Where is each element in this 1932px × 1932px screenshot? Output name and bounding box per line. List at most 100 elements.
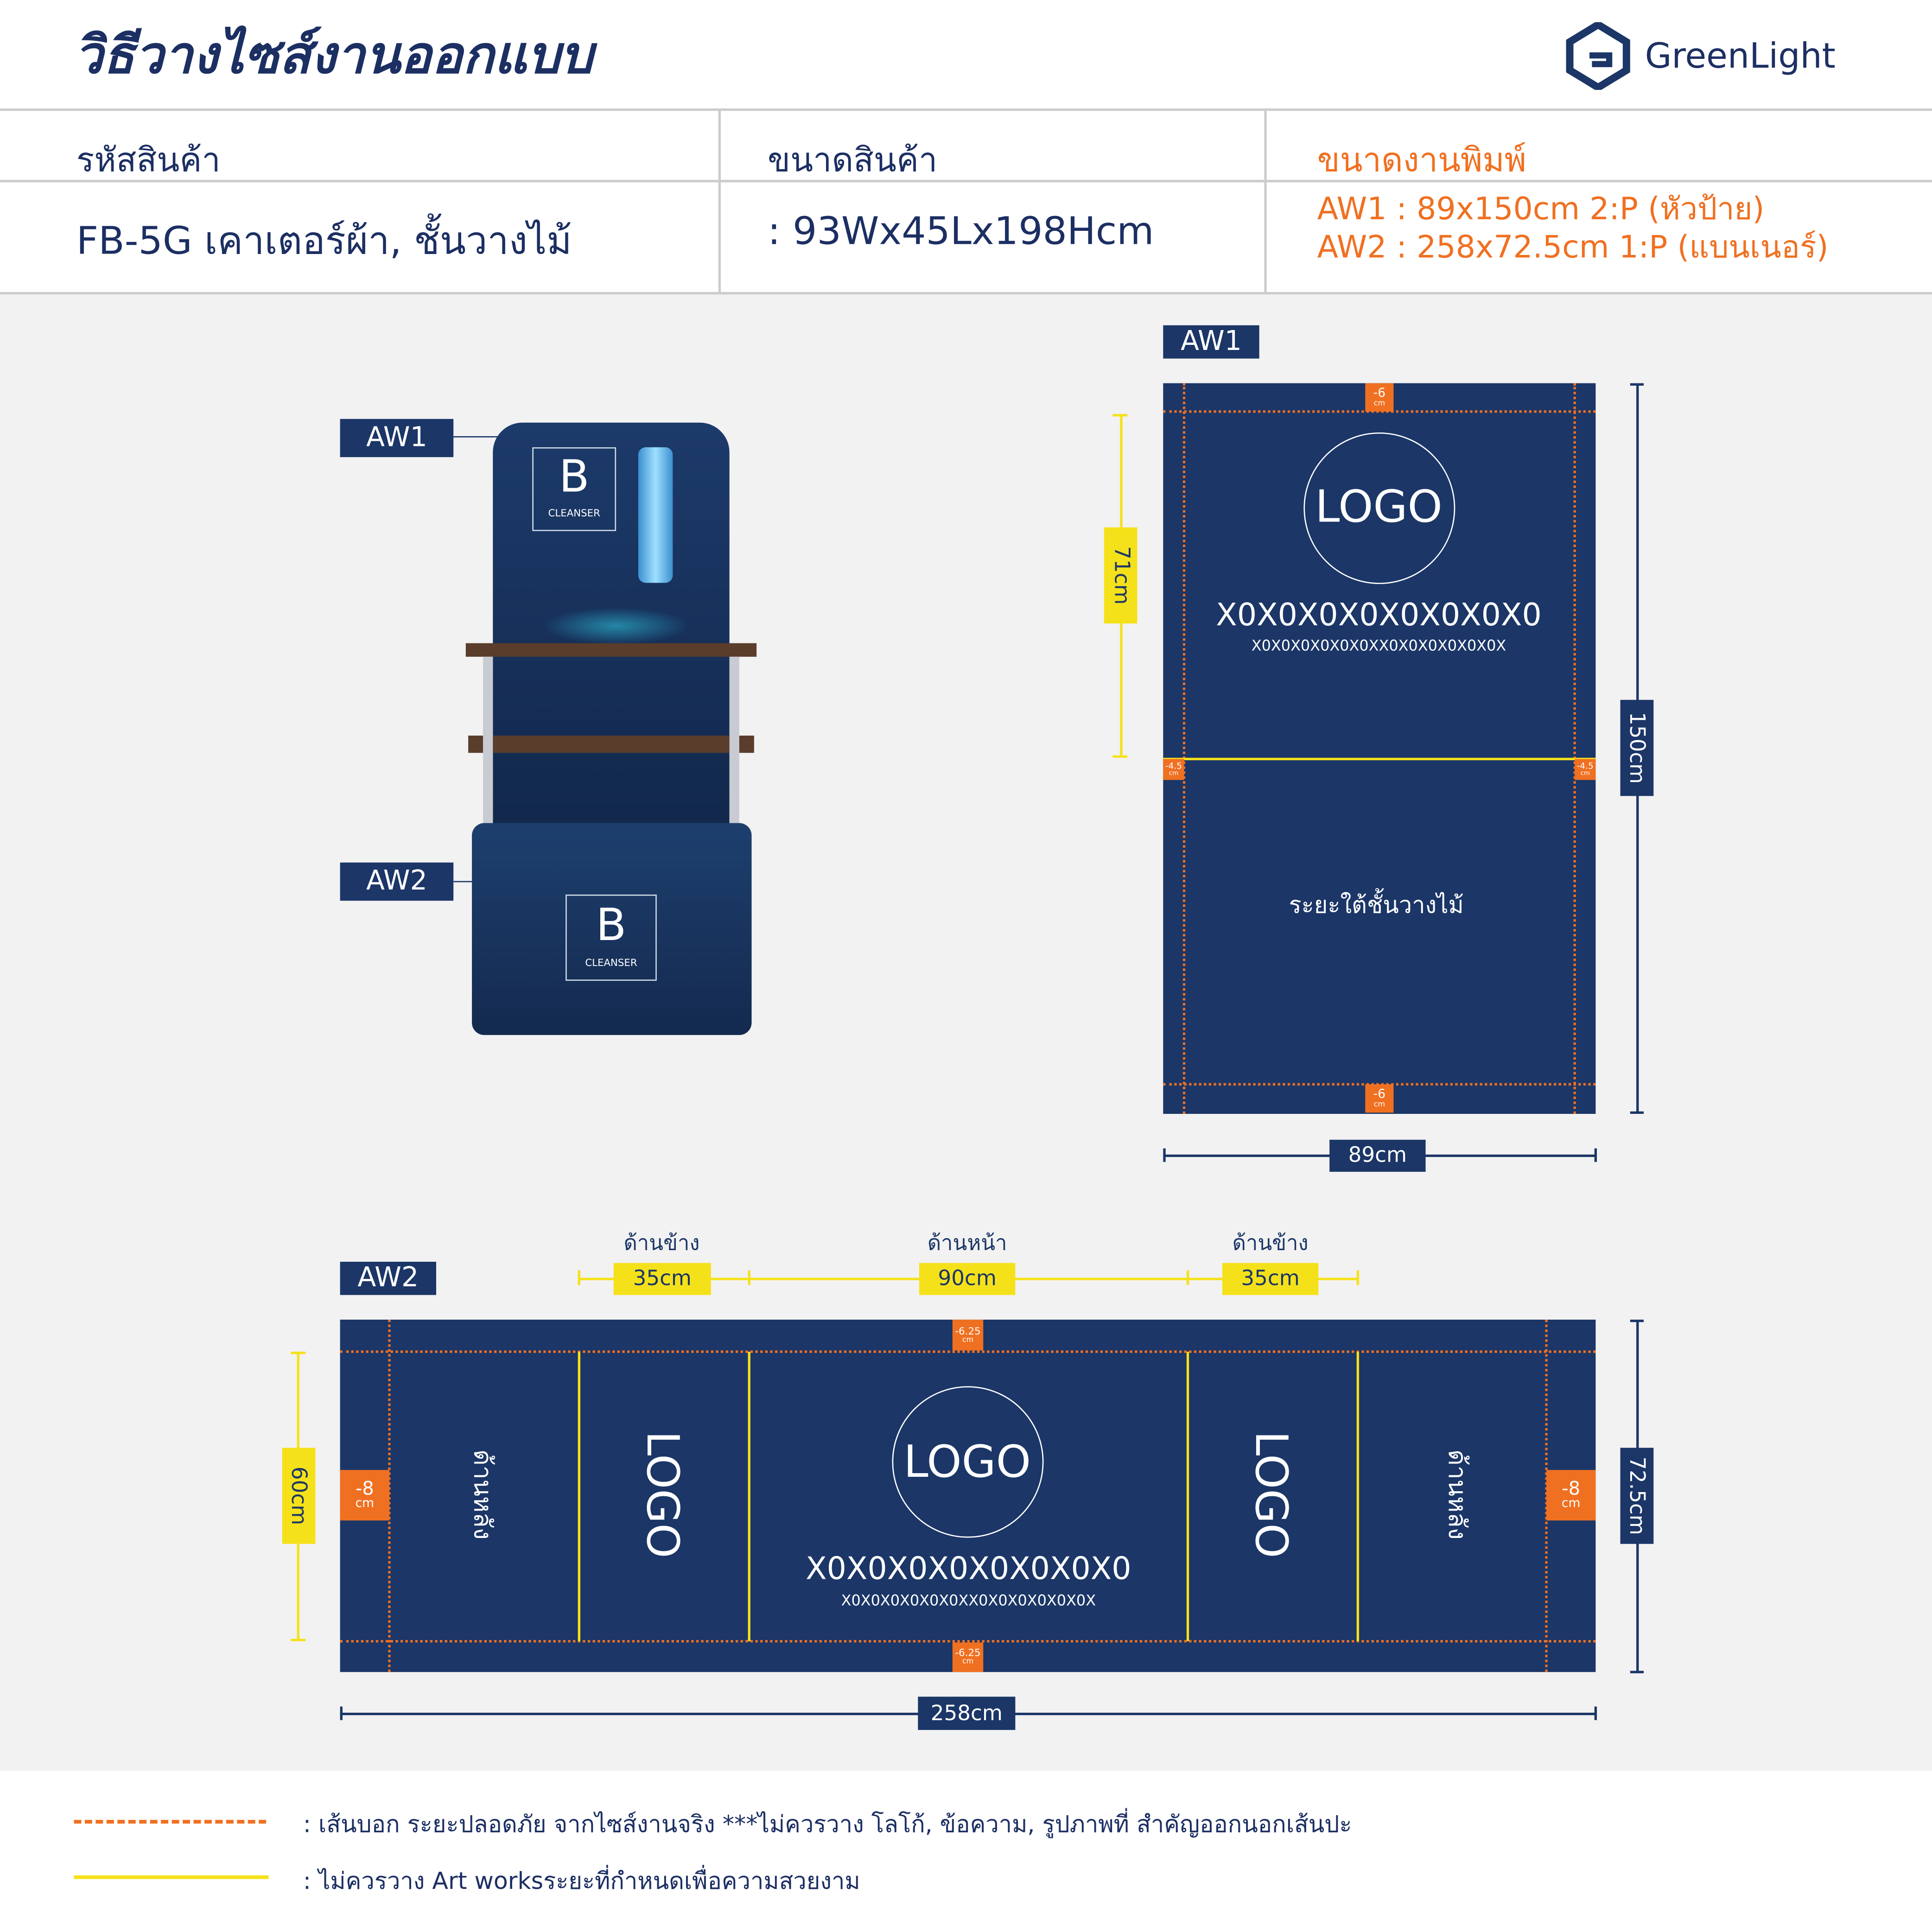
fold-line xyxy=(578,1352,580,1641)
side-dim-right: 35cm xyxy=(1222,1263,1319,1295)
side-logo-right: LOGO xyxy=(1245,1431,1296,1558)
leader-line xyxy=(453,881,473,883)
dim-150-box xyxy=(1620,699,1654,796)
dim-71-box xyxy=(1104,527,1138,624)
tick xyxy=(1594,1148,1596,1162)
safe-line xyxy=(340,1350,1596,1353)
tick xyxy=(1356,1270,1359,1285)
print-aw2: AW2 : 258x72.5cm 1:P (แบนเนอร์) xyxy=(1317,229,1829,265)
side-label-left: ด้านข้าง xyxy=(623,1231,700,1257)
safe-line xyxy=(388,1319,391,1672)
code-label: รหัสสินค้า xyxy=(76,141,221,180)
brand-letter: B xyxy=(559,452,590,503)
text-placeholder-large: X0X0X0X0X0X0X0X0 xyxy=(1216,597,1542,633)
tick xyxy=(1112,414,1128,416)
product-aw2-label: AW2 xyxy=(340,862,454,901)
fold-line xyxy=(1356,1352,1359,1641)
legend-area xyxy=(0,1770,1932,1932)
shelf-line xyxy=(1163,757,1596,760)
legend-yellow-text: : ไม่ควรวาง Art worksระยะที่กำหนดเพื่อคว… xyxy=(303,1868,860,1895)
side-logo-left: LOGO xyxy=(636,1431,687,1558)
tick xyxy=(1630,1111,1644,1113)
side-dim-left: 35cm xyxy=(613,1263,711,1295)
logo-placeholder: LOGO xyxy=(903,1437,1031,1488)
divider xyxy=(1264,108,1266,293)
tick xyxy=(340,1706,342,1720)
tick xyxy=(1630,1319,1644,1322)
logo-placeholder: LOGO xyxy=(1315,482,1443,533)
product-brand-box: B CLEANSER xyxy=(532,447,616,531)
side-label-right: ด้านข้าง xyxy=(1232,1231,1309,1257)
fold-line xyxy=(1186,1352,1188,1641)
back-label-right: ด้านหลัง xyxy=(1443,1449,1473,1540)
page-title: วิธีวางไซส์งานออกแบบ xyxy=(74,25,593,85)
post xyxy=(483,656,493,829)
product-counter-panel: B CLEANSER xyxy=(472,823,752,1035)
dim-71-label: 71cm xyxy=(1109,546,1134,605)
safe-line xyxy=(1573,383,1576,1114)
product-brand-box: B CLEANSER xyxy=(566,894,657,981)
shelf-middle xyxy=(468,735,754,753)
back-label-left: ด้านหลัง xyxy=(468,1449,498,1540)
brand-name: GreenLight xyxy=(1645,36,1836,76)
product-aw1-label: AW1 xyxy=(340,419,454,458)
tick xyxy=(1112,755,1128,757)
divider xyxy=(0,292,1932,295)
under-shelf-label: ระยะใต้ชั้นวางไม้ xyxy=(1289,892,1464,920)
shelf-top xyxy=(465,643,757,657)
legend-orange-text: : เส้นบอก ระยะปลอดภัย จากไซส์งานจริง ***… xyxy=(303,1811,1352,1839)
size-label: ขนาดสินค้า xyxy=(768,141,938,180)
divider xyxy=(0,180,1932,182)
legend-orange-line xyxy=(74,1820,267,1824)
safe-line xyxy=(1163,410,1596,413)
dim-60-label: 60cm xyxy=(286,1466,311,1525)
print-label: ขนาดงานพิมพ์ xyxy=(1317,141,1527,180)
tick xyxy=(1186,1270,1188,1285)
divider xyxy=(0,108,1932,111)
leader-line xyxy=(453,436,508,438)
brand-letter: B xyxy=(596,901,627,952)
greenlight-logo-icon xyxy=(1566,22,1630,90)
legend-yellow-line xyxy=(74,1875,269,1879)
text-placeholder-small: X0X0X0X0X0X0XX0X0X0X0X0X0X xyxy=(1251,637,1506,655)
glow xyxy=(542,607,690,645)
dim-150-label: 150cm xyxy=(1624,712,1649,784)
size-value: : 93Wx45Lx198Hcm xyxy=(768,209,1154,254)
front-label: ด้านหน้า xyxy=(927,1231,1007,1257)
dim-89-label: 89cm xyxy=(1329,1139,1426,1172)
tick xyxy=(291,1352,306,1354)
dim-258-label: 258cm xyxy=(918,1697,1016,1730)
tick xyxy=(1630,383,1644,385)
divider xyxy=(718,108,720,293)
dim-72-5-box xyxy=(1620,1448,1654,1544)
tick xyxy=(1630,1671,1644,1673)
aw2-label: AW2 xyxy=(340,1261,437,1295)
logo-circle xyxy=(892,1386,1044,1538)
logo-circle xyxy=(1303,432,1455,584)
tick xyxy=(1594,1706,1596,1720)
brand-name: CLEANSER xyxy=(585,957,637,969)
safe-line xyxy=(1182,383,1186,1114)
product-header-panel: B CLEANSER xyxy=(493,422,730,829)
dim-72-5-label: 72.5cm xyxy=(1624,1456,1649,1535)
brand-name: CLEANSER xyxy=(548,508,600,519)
tick xyxy=(578,1270,580,1285)
post xyxy=(729,656,739,829)
text-placeholder-large: X0X0X0X0X0X0X0X0 xyxy=(806,1551,1131,1587)
aw1-label: AW1 xyxy=(1163,325,1259,359)
tick xyxy=(291,1639,306,1641)
front-dim: 90cm xyxy=(919,1263,1016,1295)
fold-line xyxy=(748,1352,750,1641)
brand-logo: GreenLight xyxy=(1565,22,1836,90)
text-placeholder-small: X0X0X0X0X0X0XX0X0X0X0X0X0X xyxy=(841,1592,1096,1609)
code-value: FB-5G เคาเตอร์ผ้า, ชั้นวางไม้ xyxy=(76,219,572,264)
tick xyxy=(748,1270,750,1285)
